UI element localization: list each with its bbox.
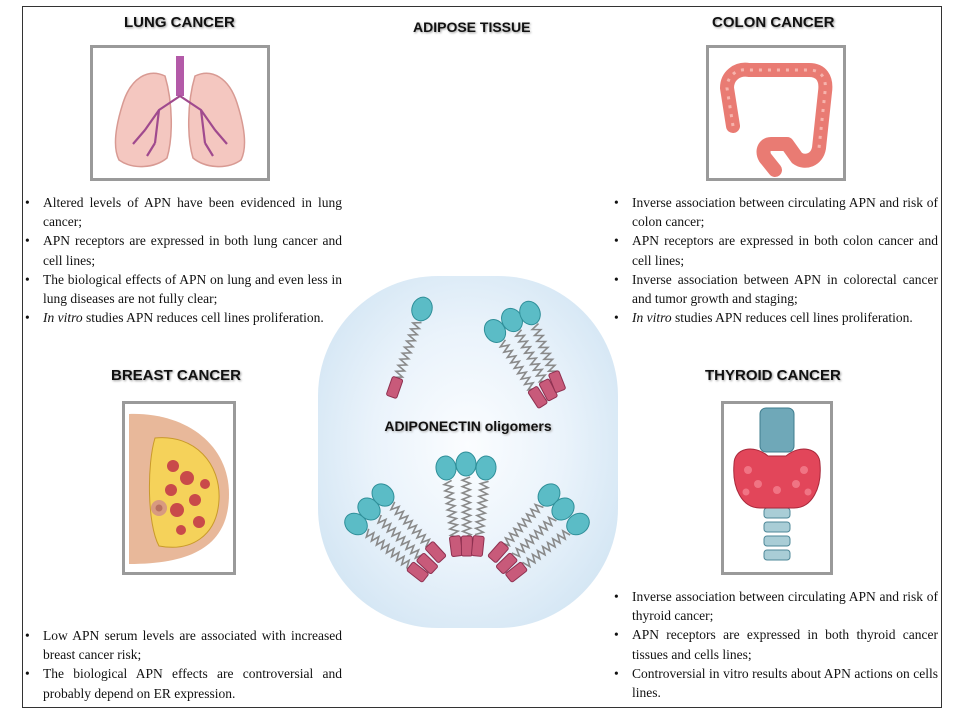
in-vitro-italic: In vitro	[43, 310, 83, 326]
breast-image-frame	[122, 401, 236, 575]
thyroid-image-frame	[721, 401, 833, 575]
colon-image	[720, 62, 833, 177]
figure-frame	[22, 6, 942, 708]
lung-image-frame	[90, 45, 270, 181]
adiponectin-hmw-globular-head	[435, 455, 457, 481]
thyroid-cancer-list: Inverse association between circulating …	[614, 587, 938, 702]
adiponectin-hmw-stalk	[364, 528, 411, 569]
adiponectin-trimer-collagen	[548, 370, 566, 393]
adiponectin-monomer-globular-head	[411, 296, 433, 322]
list-item: The biological APN effects are controver…	[25, 664, 342, 702]
adiponectin-hmw-collagen	[487, 541, 509, 563]
adipose-tissue-title: ADIPOSE TISSUE	[413, 19, 531, 35]
adiponectin-trimer-globular-head	[519, 300, 541, 326]
adiponectin-hmw-globular-head	[455, 451, 477, 477]
in-vitro-italic: In vitro	[632, 310, 672, 326]
list-item: Altered levels of APN have been evidence…	[25, 193, 342, 231]
list-item: APN receptors are expressed in both thyr…	[614, 625, 938, 663]
list-item: Inverse association between circulating …	[614, 193, 938, 231]
adiponectin-hmw-globular-head	[566, 512, 590, 536]
adiponectin-hmw-stalk	[460, 476, 473, 539]
adiponectin-trimer-stalk	[498, 339, 537, 391]
list-item: Low APN serum levels are associated with…	[25, 626, 342, 664]
breast-image	[125, 404, 233, 572]
adiponectin-hmw-stalk	[389, 501, 431, 548]
adiponectin-hmw-globular-head	[475, 455, 497, 481]
adiponectin-hmw-collagen	[460, 535, 473, 557]
adiponectin-hmw-collagen	[425, 541, 447, 563]
colon-cancer-list: Inverse association between circulating …	[614, 193, 938, 328]
lungs-image	[114, 56, 246, 168]
list-item: Inverse association between circulating …	[614, 587, 938, 625]
adiponectin-monomer-collagen	[386, 376, 404, 399]
adiponectin-hmw-collagen	[505, 561, 528, 583]
adiponectin-hmw-globular-head	[551, 497, 575, 521]
lung-cancer-title: LUNG CANCER	[124, 14, 235, 31]
adiponectin-hmw-stalk	[441, 479, 461, 539]
adiponectin-hmw-collagen	[496, 552, 518, 574]
adiponectin-trimer-stalk	[513, 329, 549, 383]
adiponectin-hmw-stalk	[511, 515, 557, 559]
list-item: APN receptors are expressed in both lung…	[25, 231, 342, 269]
list-item: In vitro studies APN reduces cell lines …	[25, 308, 342, 327]
list-item: Controversial in vitro results about APN…	[614, 664, 938, 702]
lung-cancer-list: Altered levels of APN have been evidence…	[25, 193, 342, 328]
adiponectin-hmw-collagen	[416, 552, 438, 575]
colon-image-frame	[706, 45, 846, 181]
list-item: Inverse association between APN in color…	[614, 270, 938, 308]
thyroid-cancer-title: THYROID CANCER	[705, 367, 841, 384]
adiponectin-hmw-stalk	[473, 480, 491, 536]
adiponectin-hmw-collagen	[449, 535, 463, 557]
adiponectin-hmw-globular-head	[371, 483, 395, 507]
adiponectin-hmw-stalk	[500, 503, 544, 548]
breast-cancer-title: BREAST CANCER	[111, 367, 242, 384]
adiponectin-hmw-stalk	[521, 529, 571, 569]
list-item: APN receptors are expressed in both colo…	[614, 231, 938, 269]
adiponectin-oligomers-label: ADIPONECTIN oligomers	[384, 418, 552, 434]
thyroid-image	[733, 407, 821, 561]
adiponectin-trimer-stalk	[530, 323, 558, 372]
list-item-text: studies APN reduces cell lines prolifera…	[82, 310, 324, 326]
adiponectin-trimer-collagen	[527, 386, 548, 409]
list-item-text: studies APN reduces cell lines prolifera…	[671, 310, 913, 326]
colon-cancer-title: COLON CANCER	[712, 14, 835, 31]
adiponectin-hmw-collagen	[406, 561, 429, 583]
adiponectin-monomer-stalk	[393, 321, 422, 379]
list-item: In vitro studies APN reduces cell lines …	[614, 308, 938, 327]
breast-cancer-list: Low APN serum levels are associated with…	[25, 626, 342, 703]
adiponectin-hmw-stalk	[376, 514, 424, 560]
adiponectin-hmw-collagen	[470, 535, 485, 557]
list-item: The biological effects of APN on lung an…	[25, 270, 342, 308]
